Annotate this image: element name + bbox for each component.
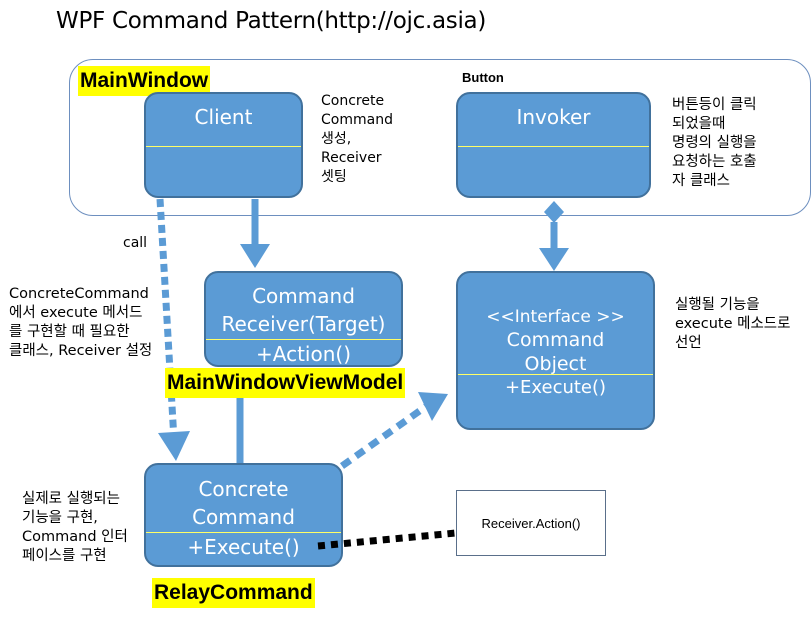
command-receiver-line2: Receiver(Target) — [221, 312, 386, 336]
client-to-receiver-arrow — [240, 199, 270, 268]
invoker-note-line: 자 클래스 — [672, 173, 730, 189]
command-receiver-method: +Action() — [256, 342, 351, 366]
invoker-to-command-object-arrow — [539, 201, 569, 271]
concrete-command-line2: Command — [192, 505, 295, 529]
concrete-to-command-object-dotted-arrow — [339, 392, 448, 469]
command-object-line2: Command — [506, 329, 605, 351]
invoker-note-line: 되었을때 — [672, 116, 726, 132]
invoker-box: Invoker — [456, 92, 651, 198]
concrete-setup-note-line: 에서 execute 메서드 — [9, 305, 143, 321]
diagram-title: WPF Command Pattern(http://ojc.asia) — [56, 8, 487, 34]
client-name: Client — [194, 105, 253, 129]
client-divider — [146, 146, 301, 147]
command-object-box: <<Interface >> Command Object +Execute() — [456, 271, 655, 430]
client-to-concrete-dotted-arrow — [156, 198, 190, 461]
concrete-command-box: Concrete Command +Execute() — [144, 463, 343, 567]
client-note-line: Concrete — [321, 93, 385, 109]
concrete-setup-note-line: 클래스, Receiver 설정 — [9, 343, 153, 359]
command-object-stereotype: <<Interface >> — [486, 307, 625, 327]
command-object-note-line: 실행될 기능을 — [675, 297, 760, 313]
command-object-method: +Execute() — [504, 377, 607, 398]
client-note-line: Command — [321, 112, 393, 128]
receiver-action-label: Receiver.Action() — [481, 515, 581, 531]
execute-to-receiver-action-connector — [317, 529, 457, 550]
call-label: call — [123, 235, 148, 251]
client-note-line: Receiver — [321, 150, 382, 166]
command-object-note-line: execute 메소드로 — [675, 316, 791, 332]
command-object-note: 실행될 기능을 execute 메소드로 선언 — [675, 296, 790, 353]
concrete-command-line1: Concrete — [198, 477, 289, 501]
concrete-command-divider — [146, 532, 341, 533]
concrete-setup-note: ConcreteCommand 에서 execute 메서드 를 구현할 때 필… — [9, 285, 152, 361]
command-receiver-divider — [206, 339, 401, 340]
button-label: Button — [462, 70, 504, 85]
command-receiver-line1: Command — [252, 284, 355, 308]
command-object-note-line: 선언 — [675, 335, 702, 351]
invoker-divider — [458, 146, 649, 147]
concrete-impl-note: 실제로 실행되는 기능을 구현, Command 인터 페이스를 구현 — [22, 490, 128, 566]
client-note: Concrete Command 생성, Receiver 셋팅 — [321, 92, 393, 187]
invoker-name: Invoker — [516, 105, 591, 129]
client-note-line: 셋팅 — [321, 169, 347, 185]
concrete-impl-note-line: 기능을 구현, — [22, 510, 98, 526]
concrete-impl-note-line: 페이스를 구현 — [22, 548, 107, 564]
command-object-divider — [458, 374, 653, 375]
receiver-action-box: Receiver.Action() — [456, 490, 606, 556]
client-box: Client — [144, 92, 303, 198]
main-window-label: MainWindow — [78, 66, 211, 96]
invoker-note-line: 요청하는 호출 — [672, 154, 757, 170]
invoker-note-line: 명령의 실행을 — [672, 135, 757, 151]
main-window-view-model-label: MainWindowViewModel — [165, 368, 406, 398]
invoker-note: 버튼등이 클릭 되었을때 명령의 실행을 요청하는 호출 자 클래스 — [672, 96, 757, 191]
concrete-impl-note-line: Command 인터 — [22, 529, 128, 545]
concrete-command-method: +Execute() — [187, 535, 300, 559]
concrete-setup-note-line: 를 구현할 때 필요한 — [9, 324, 130, 340]
client-note-line: 생성, — [321, 131, 352, 147]
concrete-setup-note-line: ConcreteCommand — [9, 286, 149, 302]
relay-command-label: RelayCommand — [152, 578, 315, 608]
concrete-impl-note-line: 실제로 실행되는 — [22, 491, 120, 507]
command-object-line3: Object — [524, 353, 587, 375]
command-receiver-box: Command Receiver(Target) +Action() — [204, 271, 403, 367]
invoker-note-line: 버튼등이 클릭 — [672, 97, 757, 113]
